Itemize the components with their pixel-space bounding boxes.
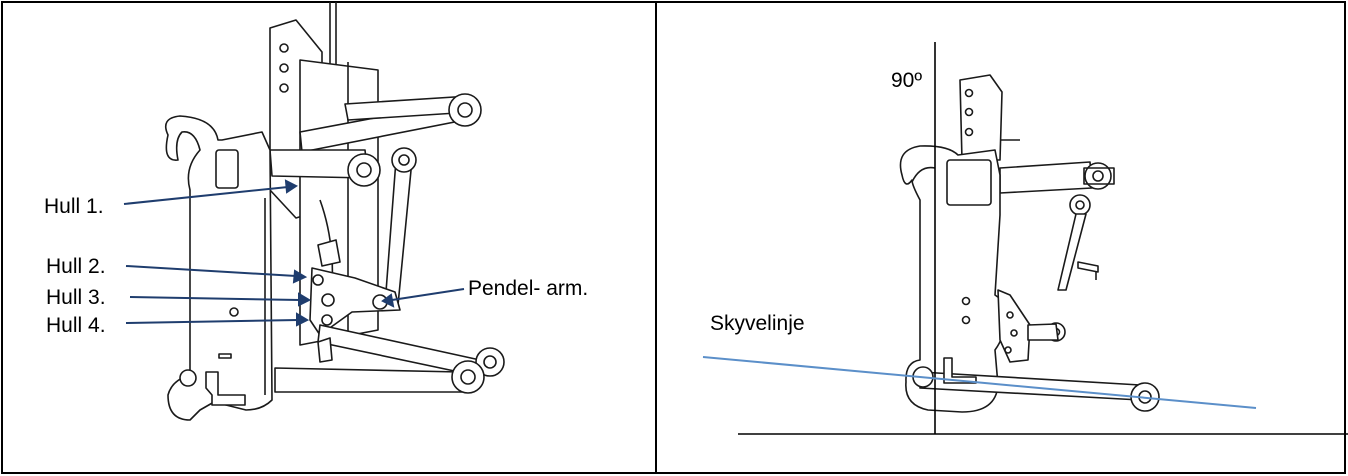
hull-1-label: Hull 1. bbox=[44, 195, 104, 218]
thrust-line-label: Skyvelinje bbox=[710, 312, 805, 335]
leader-lines bbox=[123, 179, 465, 327]
hull-4-label: Hull 4. bbox=[46, 314, 106, 337]
thrust-line bbox=[702, 356, 1257, 409]
hull-3-label: Hull 3. bbox=[46, 286, 106, 309]
left-linkage-drawing bbox=[164, 2, 505, 421]
hull-2-label: Hull 2. bbox=[46, 255, 106, 278]
angle-label: 90º bbox=[891, 69, 923, 92]
pendel-arm-label: Pendel- arm. bbox=[468, 277, 589, 300]
right-linkage-drawing bbox=[899, 74, 1160, 413]
